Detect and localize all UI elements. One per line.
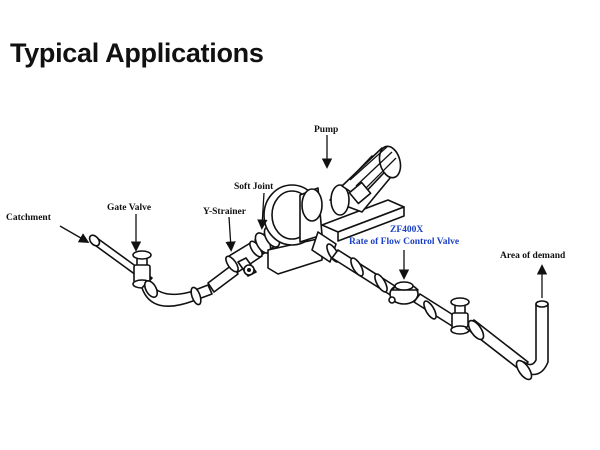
outlet-gate-valve — [450, 297, 470, 335]
pipe-to-outlet-valve — [413, 293, 459, 327]
outlet-pipe — [331, 249, 399, 297]
soft-joint-label: Soft Joint — [234, 182, 274, 192]
page-title: Typical Applications — [10, 38, 264, 68]
gate-valve-label: Gate Valve — [107, 203, 151, 213]
elbow-pipe — [141, 280, 213, 308]
pump — [263, 184, 340, 275]
y-strainer — [225, 240, 263, 277]
catchment-label: Catchment — [6, 213, 52, 223]
arrows — [59, 135, 548, 298]
motor — [321, 145, 405, 242]
catchment-arrow — [59, 225, 90, 243]
valve-name-label: Rate of Flow Control Valve — [349, 237, 459, 247]
delivery-pipe — [465, 300, 549, 381]
y-strainer-label: Y-Strainer — [203, 207, 247, 217]
area-of-demand-label: Area of demand — [500, 251, 566, 261]
y-strainer-arrow — [225, 216, 236, 252]
mid-pipe — [207, 264, 239, 293]
soft-joint-arrow — [257, 192, 268, 230]
valve-model-label: ZF400X — [390, 225, 423, 235]
pump-label: Pump — [314, 125, 338, 135]
